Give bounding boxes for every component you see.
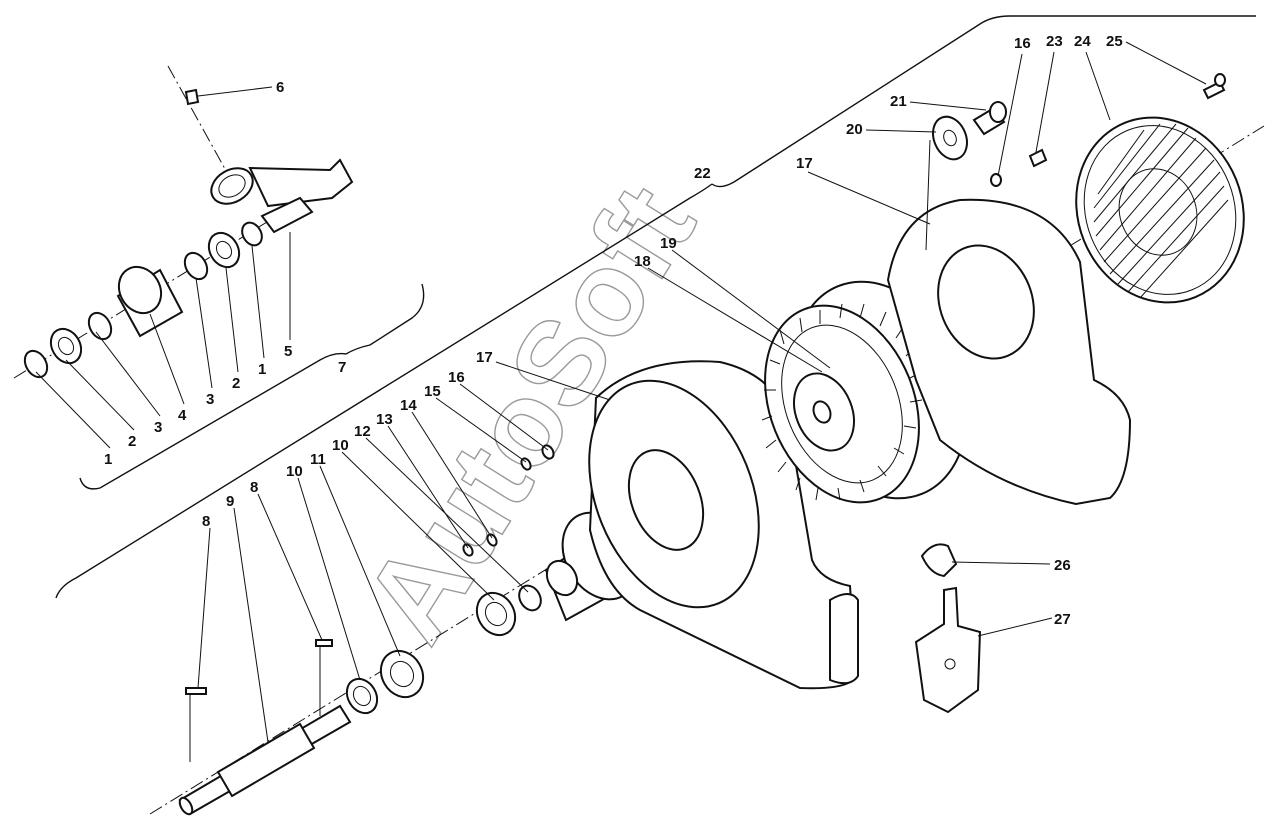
bracket-group-7 (79, 283, 425, 490)
grille-bars (1093, 123, 1229, 299)
callout-17: 17 (476, 349, 493, 366)
callout-10: 10 (286, 463, 303, 480)
callout-27: 27 (1054, 611, 1071, 628)
bracket-group-22 (55, 15, 1256, 599)
callout-5: 5 (284, 343, 292, 360)
keys-8 (185, 639, 333, 762)
callout-8: 8 (250, 479, 258, 496)
callout-14: 14 (400, 397, 417, 414)
callout-26: 26 (1054, 557, 1071, 574)
lever-arm-5 (210, 158, 354, 234)
callout-23: 23 (1046, 33, 1063, 50)
callout-17: 17 (796, 155, 813, 172)
callout-19: 19 (660, 235, 677, 252)
callout-2: 2 (128, 433, 136, 450)
fan-blades (761, 303, 923, 501)
callout-1: 1 (104, 451, 112, 468)
callout-18: 18 (634, 253, 651, 270)
screw-23 (1028, 148, 1048, 168)
callout-7: 7 (338, 359, 346, 376)
callout-21: 21 (890, 93, 907, 110)
callout-13: 13 (376, 411, 393, 428)
callout-16: 16 (1014, 35, 1031, 52)
screw-25 (1202, 73, 1226, 100)
callout-10: 10 (332, 437, 349, 454)
grease-nipple-6 (184, 88, 200, 106)
callout-3: 3 (206, 391, 214, 408)
clip-26 (920, 543, 958, 578)
bolt-21 (972, 101, 1007, 136)
bearing-set-lower (345, 444, 555, 715)
callout-22: 22 (694, 165, 711, 182)
leader-lines (35, 41, 1207, 743)
callout-3: 3 (154, 419, 162, 436)
callout-15: 15 (424, 383, 441, 400)
shaft-9 (178, 704, 352, 816)
callout-labels: 1 2 3 4 3 2 1 5 6 7 8 9 8 10 11 10 12 13… (104, 33, 1123, 628)
callout-6: 6 (276, 79, 284, 96)
washer-16-right (990, 173, 1002, 187)
callout-4: 4 (178, 407, 187, 424)
callout-2: 2 (232, 375, 240, 392)
callout-8: 8 (202, 513, 210, 530)
callout-1: 1 (258, 361, 266, 378)
plate-27 (914, 586, 982, 714)
callout-16: 16 (448, 369, 465, 386)
housing-17-right (886, 198, 1132, 506)
pulley-20 (932, 115, 968, 161)
callout-11: 11 (310, 451, 326, 468)
callout-25: 25 (1106, 33, 1123, 50)
callout-12: 12 (354, 423, 371, 440)
callout-9: 9 (226, 493, 234, 510)
callout-20: 20 (846, 121, 863, 138)
callout-24: 24 (1074, 33, 1091, 50)
bearing-set-upper (23, 221, 263, 379)
guard-grille-24 (1075, 116, 1245, 304)
